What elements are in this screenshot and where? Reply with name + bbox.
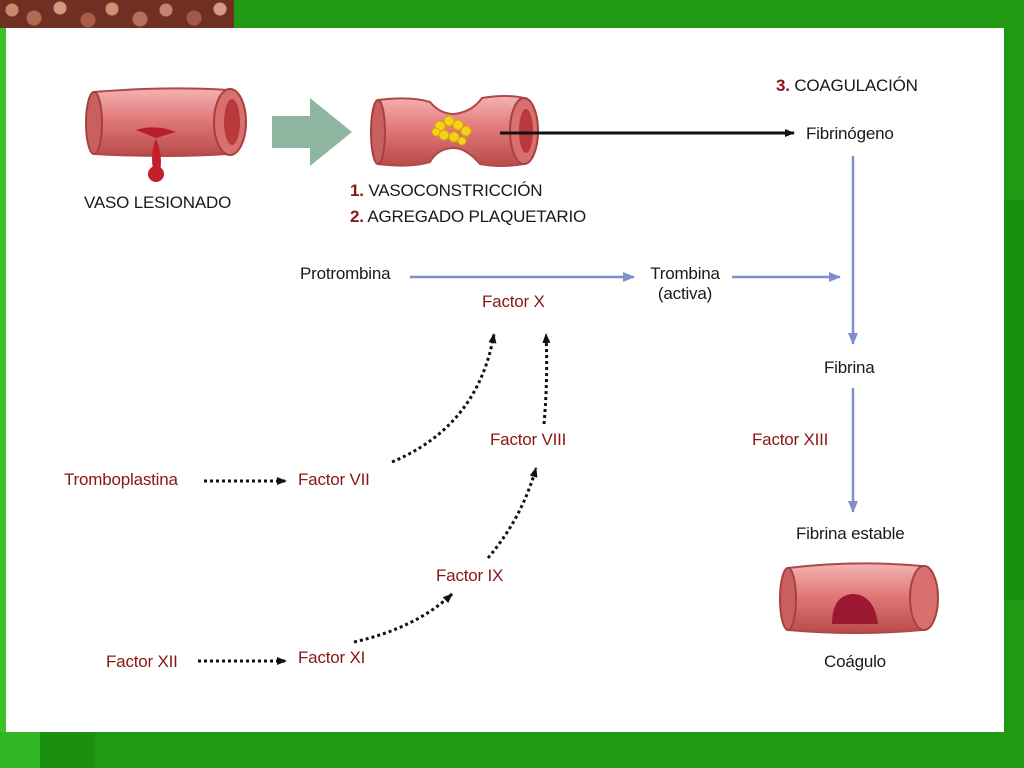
node-factor-xii: Factor XII — [106, 652, 178, 671]
node-coagulo: Coágulo — [824, 652, 886, 671]
big-green-arrow — [272, 98, 352, 166]
injured-vessel-label: VASO LESIONADO — [84, 193, 232, 212]
node-trombina-line2: (activa) — [657, 284, 713, 303]
blue-pathway-arrows — [410, 156, 858, 513]
background-left-band — [0, 0, 6, 768]
step-3-label: 3. COAGULACIÓN — [776, 76, 918, 96]
node-tromboplastina: Tromboplastina — [64, 470, 178, 489]
node-trombina-line1: Trombina — [650, 264, 720, 283]
node-fibrina-estable: Fibrina estable — [796, 524, 905, 543]
injured-vessel-illustration — [85, 87, 247, 182]
background-right-band — [1004, 200, 1024, 600]
step-1-text: VASOCONSTRICCIÓN — [368, 181, 543, 200]
node-factor-vii: Factor VII — [298, 470, 370, 489]
step-2-number: 2. — [350, 207, 364, 226]
node-factor-xiii: Factor XIII — [752, 430, 829, 449]
constricted-vessel-illustration — [370, 95, 539, 167]
node-factor-xi: Factor XI — [298, 648, 366, 667]
node-fibrinogeno: Fibrinógeno — [806, 124, 894, 143]
node-trombina: Trombina (activa) — [640, 264, 730, 304]
background-bottom-band-dark — [40, 732, 95, 768]
dotted-pathway-arrows — [198, 333, 551, 665]
step-3-text: COAGULACIÓN — [794, 76, 918, 95]
blood-cells-photo-strip — [0, 0, 234, 28]
node-factor-x: Factor X — [482, 292, 545, 311]
coagulation-diagram — [85, 87, 939, 665]
diagram-panel: VASO LESIONADO 1. VASOCONSTRICCIÓN 2. AG… — [6, 28, 1004, 732]
step-3-number: 3. — [776, 76, 790, 95]
step-1-label: 1. VASOCONSTRICCIÓN — [350, 181, 543, 201]
step-1-number: 1. — [350, 181, 364, 200]
step-2-text: AGREGADO PLAQUETARIO — [367, 207, 586, 226]
node-factor-ix: Factor IX — [436, 566, 504, 585]
node-fibrina: Fibrina — [824, 358, 875, 377]
platelet-aggregate — [431, 115, 472, 146]
node-factor-viii: Factor VIII — [490, 430, 567, 449]
step-2-label: 2. AGREGADO PLAQUETARIO — [350, 207, 586, 227]
node-protrombina: Protrombina — [300, 264, 391, 283]
clot-vessel-illustration — [779, 562, 939, 634]
